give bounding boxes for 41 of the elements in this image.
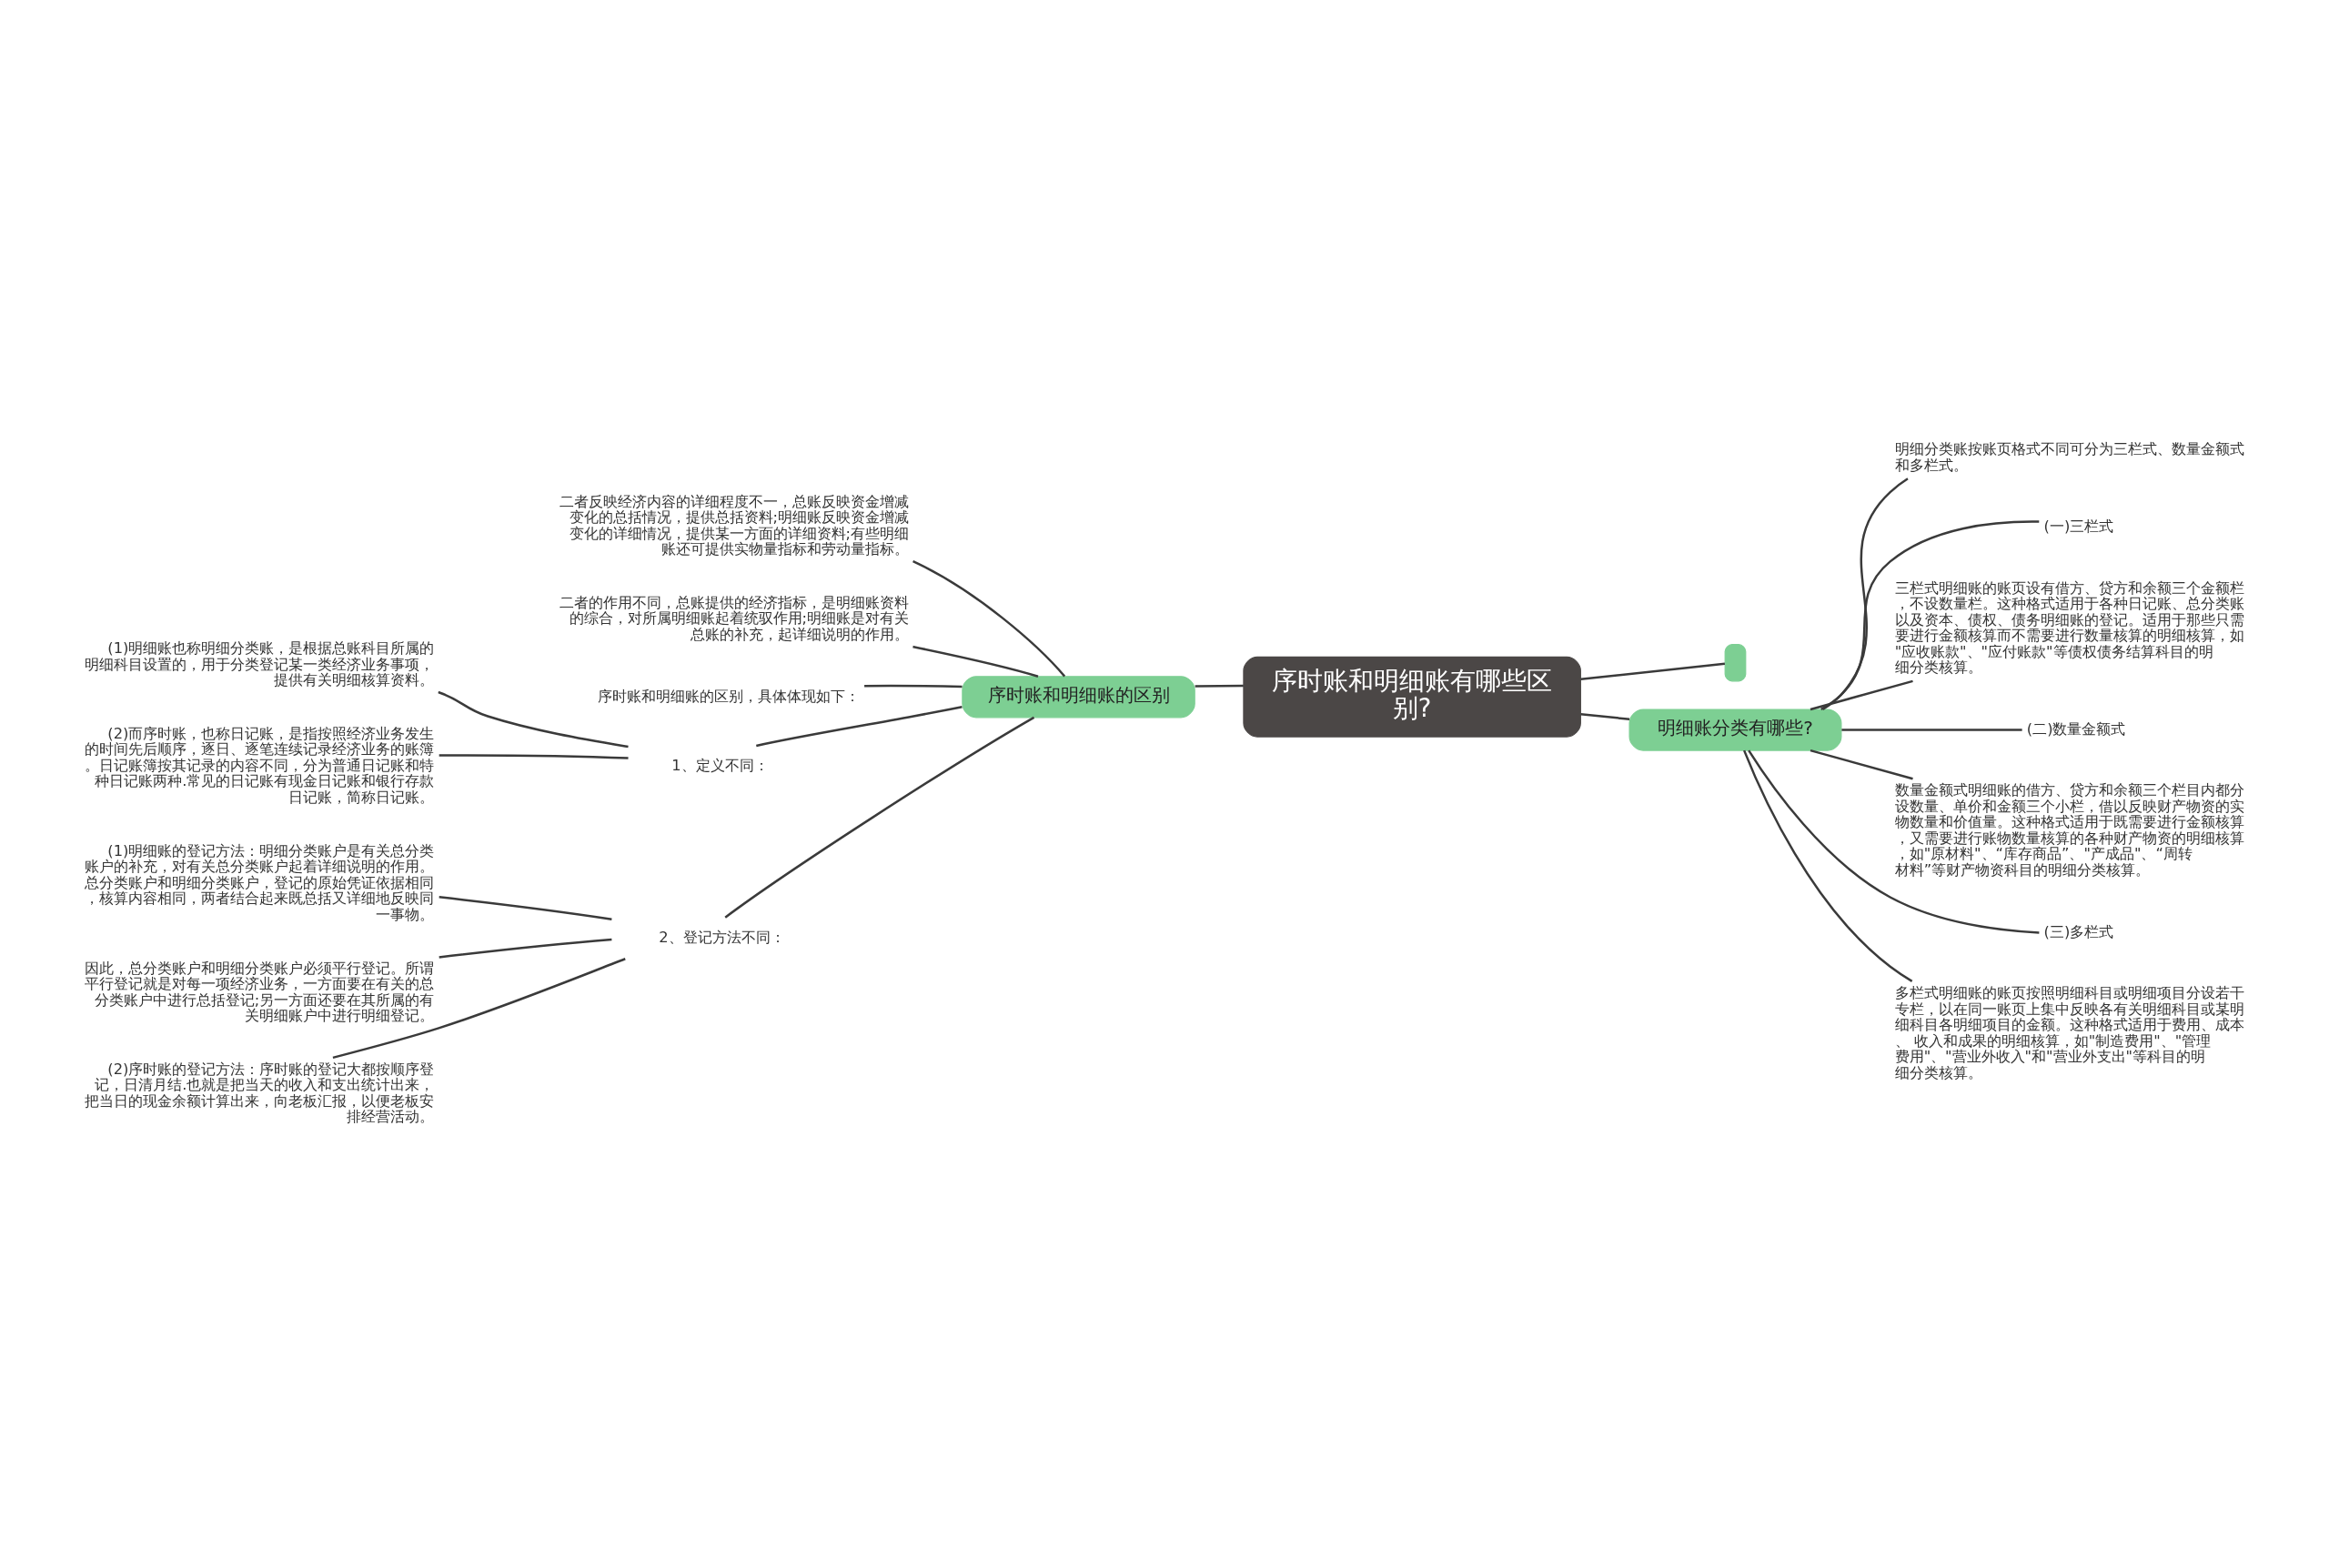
- node-text: 因此，总分类账户和明细分类账户必须平行登记。所谓平行登记就是对每一项经济业务，一方面要在有关的总分类账户中进行总括登记;另一方面还要在其所属的有关明细账户中进行明细登记。: [85, 959, 435, 1025]
- node-text: (2)序时账的登记方法：序时账的登记大都按顺序登记，日清月结.也就是把当天的收入和支出统计出来，把当日的现金余额计算出来，向老板汇报，以便老板安排经营活动。: [85, 1060, 435, 1126]
- connector: [1748, 749, 2040, 934]
- connector: [438, 690, 629, 749]
- node-text: 1、定义不同：: [671, 756, 769, 774]
- connector: [1841, 729, 2022, 731]
- node-text: 明细分类账按账页格式不同可分为三栏式、数量金额式和多栏式。: [1894, 440, 2244, 474]
- connector: [724, 716, 1035, 919]
- connector: [1195, 684, 1244, 688]
- node-text: (2)而序时账，也称日记账，是指按照经济业务发生的时间先后顺序，逐日、逐笔连续记录经济业务的账簿。日记账簿按其记录的内容不同，分为普通日记账和特种日记账两种.常见的日记账有现金日记账和银行存款日记账，简称日记账。: [85, 724, 435, 806]
- node-text: (1)明细账的登记方法：明细分类账户是有关总分类账户的补充，对有关总分类账户起着详细说明的作用。总分类账户和明细分类账户，登记的原始凭证依据相同，核算内容相同，两者结合起来既总括又详细地反映同一事物。: [85, 841, 435, 923]
- connector: [1821, 477, 1909, 710]
- node-text: (三)多栏式: [2043, 922, 2114, 940]
- connector: [1580, 662, 1726, 680]
- node-text: 三栏式明细账的账页设有借方、贷方和余额三个金额栏，不设数量栏。这种格式适用于各种日记账、总分类账以及资本、债权、债务明细账的登记。适用于那些只需要进行金额核算而不需要进行数量核算的明细核算，如"应收账款"、"应付账款"等债权债务结算科目的明细分类核算。: [1894, 578, 2244, 677]
- connector: [1810, 749, 1913, 780]
- node-box: 明细账分类有哪些?: [1628, 709, 1842, 751]
- connector: [439, 938, 612, 959]
- connector: [1580, 713, 1630, 720]
- node-text: (1)明细账也称明细分类账，是根据总账科目所属的明细科目设置的，用于分类登记某一类经济业务事项，提供有关明细核算资料。: [85, 638, 435, 689]
- node-box: 序时账和明细账的区别: [962, 676, 1195, 719]
- node-box: [1724, 644, 1747, 682]
- connector: [1743, 749, 1913, 982]
- connector: [912, 645, 1039, 678]
- connector: [332, 958, 626, 1060]
- node-text: (一)三栏式: [2043, 518, 2114, 536]
- connector: [439, 754, 629, 759]
- node-text: 多栏式明细账的账页按照明细科目或明细项目分设若干专栏，以在同一账页上集中反映各有关明细科目或某明细科目各明细项目的金额。这种格式适用于费用、成本、 收入和成果的明细核算，如"制造费用"、"管理费用"、"营业外收入"和"营业外支出"等科目的明细分类核算。: [1894, 984, 2244, 1081]
- node-text: 2、登记方法不同：: [659, 928, 785, 946]
- connector: [756, 706, 963, 748]
- connector: [864, 684, 963, 689]
- connector: [1820, 520, 2040, 710]
- node-text: (二)数量金额式: [2026, 719, 2126, 738]
- node-box: 序时账和明细账有哪些区别?: [1243, 656, 1581, 738]
- node-text: 二者反映经济内容的详细程度不一，总账反映资金增减变化的总括情况，提供总括资料;明细账反映资金增减变化的详细情况，提供某一方面的详细资料;有些明细账还可提供实物量指标和劳动量指标。: [560, 492, 910, 558]
- connector: [912, 560, 1066, 678]
- node-text: 数量金额式明细账的借方、贷方和余额三个栏目内都分设数量、单价和金额三个小栏，借以反映财产物资的实物数量和价值量。这种格式适用于既需要进行金额核算，又需要进行账物数量核算的各种财产物资的明细核算，如"原材料"、“库存商品”、"产成品"、“周转材料”等财产物资科目的明细分类核算。: [1894, 781, 2244, 879]
- connector: [1810, 679, 1913, 711]
- connector: [439, 896, 612, 920]
- node-text: 二者的作用不同，总账提供的经济指标，是明细账资料的综合，对所属明细账起着统驭作用;明细账是对有关总账的补充，起详细说明的作用。: [560, 593, 910, 643]
- node-text: 序时账和明细账的区别，具体体现如下：: [597, 687, 860, 705]
